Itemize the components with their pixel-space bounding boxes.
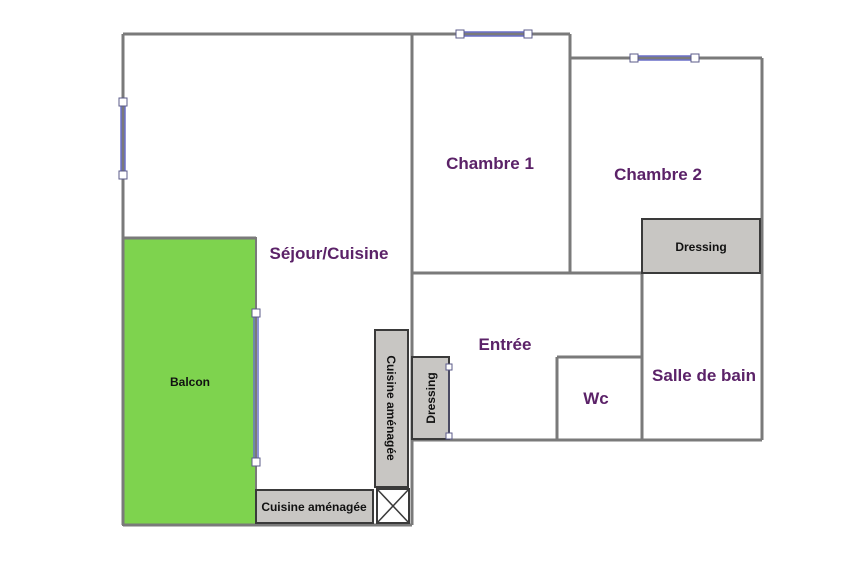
cuisine-horizontal-label: Cuisine aménagée	[261, 500, 367, 514]
cuisine-vertical-box	[374, 329, 409, 488]
room-label-entree: Entrée	[479, 335, 532, 354]
room-label-salle-de-bain: Salle de bain	[652, 366, 756, 385]
window-chambre2	[629, 53, 700, 63]
dressing-chambre2-label: Dressing	[675, 240, 726, 254]
window-chambre1	[455, 29, 533, 39]
window-balcony	[251, 308, 261, 467]
cuisine-vertical-label: Cuisine aménagée	[384, 355, 398, 461]
dressing-entree-label: Dressing	[424, 372, 438, 423]
cuisine-horizontal-box	[255, 489, 374, 524]
window-left	[118, 97, 128, 180]
crossed-box-symbol	[376, 488, 410, 524]
dressing-chambre2-box	[641, 218, 761, 274]
room-label-sejour: Séjour/Cuisine	[269, 244, 388, 263]
balcony-label: Balcon	[170, 375, 210, 389]
room-label-wc: Wc	[583, 389, 609, 408]
walls	[121, 32, 764, 527]
balcony-area	[122, 237, 257, 526]
room-label-chambre1: Chambre 1	[446, 154, 534, 173]
room-label-chambre2: Chambre 2	[614, 165, 702, 184]
